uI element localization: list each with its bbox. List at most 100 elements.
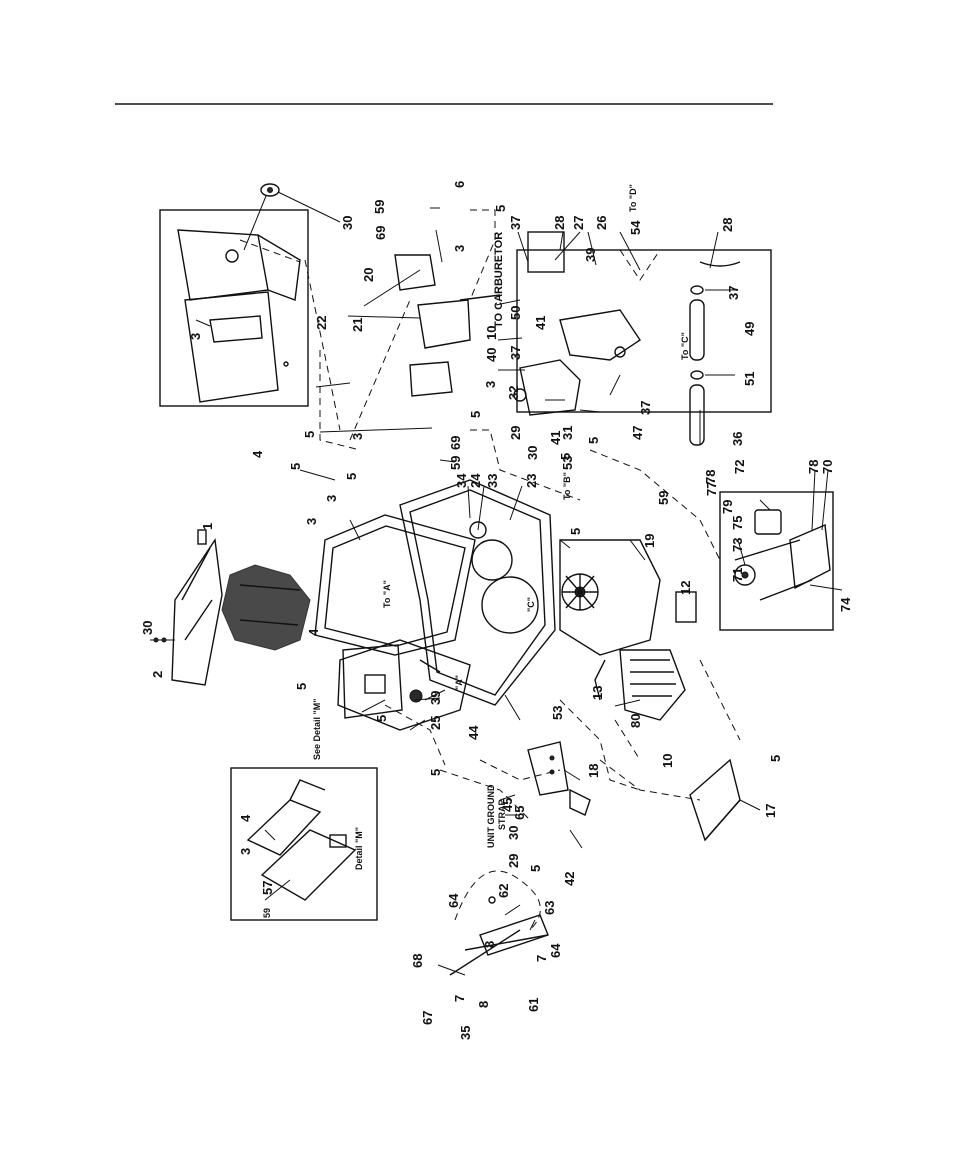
callout: 72 — [732, 460, 747, 474]
callout: 4 — [250, 450, 265, 458]
callout: 41 — [533, 316, 548, 330]
callout: 18 — [586, 764, 601, 778]
ground-strap-bracket — [527, 741, 591, 816]
callout: 3 — [238, 848, 253, 855]
callout: 28 — [720, 218, 735, 232]
callout: 30 — [506, 826, 521, 840]
leader-lines — [264, 207, 843, 931]
to-d-label: To "D" — [628, 184, 638, 212]
callout: 34 — [454, 473, 469, 488]
callout: 63 — [542, 901, 557, 915]
to-a-label: To "A" — [382, 580, 392, 608]
inset-box-detail-m — [230, 767, 378, 921]
callout: 45 — [500, 798, 515, 812]
callout: 26 — [594, 216, 609, 230]
callout: 17 — [763, 804, 778, 818]
to-carburetor-label: TO CARBURETOR — [493, 232, 505, 328]
callout: 29 — [506, 854, 521, 868]
to-c-label: To "C" — [680, 332, 690, 360]
callout: 37 — [726, 286, 741, 300]
callout: 47 — [630, 426, 645, 440]
callout: 5 — [493, 205, 508, 212]
callout: 54 — [628, 220, 643, 235]
callout: 31 — [560, 426, 575, 440]
callout: 1 — [200, 523, 215, 530]
callout: 27 — [571, 216, 586, 230]
callout: 5 — [468, 411, 483, 418]
callout: 51 — [742, 372, 757, 386]
detail-m-title: Detail "M" — [354, 827, 364, 870]
callout: 22 — [314, 316, 329, 330]
callout: 59 — [448, 456, 463, 470]
callout: 25 — [428, 716, 443, 730]
callout: 69 — [373, 226, 388, 240]
left-panel-assembly — [150, 529, 223, 686]
callout: 6 — [452, 181, 467, 188]
heater-element — [594, 591, 697, 721]
callout: 13 — [590, 686, 605, 700]
callout: 50 — [508, 306, 523, 320]
callout-labels: 1 2 30 3 4 5 22 30 3 21 20 59 69 3 6 5 3… — [140, 181, 853, 1040]
callout: 37 — [508, 216, 523, 230]
callout: 5 — [302, 431, 317, 438]
callout: 10 — [660, 754, 675, 768]
callout: 32 — [506, 386, 521, 400]
inset-box-lower-right — [719, 491, 834, 631]
callout: 5 — [568, 528, 583, 535]
callout: 3 — [188, 333, 203, 340]
callout: 78 — [806, 460, 821, 474]
callout: 41 — [548, 431, 563, 445]
callout: 30 — [525, 446, 540, 460]
detail-m-parts — [246, 779, 357, 901]
callout: 5 — [768, 755, 783, 762]
callout: 21 — [350, 318, 365, 332]
callout: 5 — [374, 715, 389, 722]
a-mark-label: "A" — [454, 675, 464, 690]
callout: 4 — [306, 628, 321, 636]
callout: 12 — [678, 581, 693, 595]
callout: 5 — [288, 463, 303, 470]
inset-box-right — [516, 249, 772, 413]
blower-housing — [559, 539, 661, 656]
inset-right-parts — [689, 261, 741, 446]
callout: 53 — [560, 456, 575, 470]
callout: 10 — [484, 326, 499, 340]
callout: 79 — [720, 500, 735, 514]
callout: 36 — [730, 432, 745, 446]
callout: 67 — [420, 1011, 435, 1025]
callout: 59 — [262, 908, 272, 918]
callout: 71 — [730, 568, 745, 582]
callout: 3 — [483, 381, 498, 388]
callout: 5 — [294, 683, 309, 690]
callout: 20 — [361, 268, 376, 282]
unit-ground-strap-label-2: STRAP — [497, 799, 507, 830]
c-mark-label: "C" — [526, 597, 536, 612]
callout: 7 — [534, 955, 549, 962]
callout: 5 — [586, 437, 601, 444]
callout: 78 — [703, 470, 718, 484]
callout: 61 — [526, 998, 541, 1012]
inset-lower-right-parts — [734, 509, 831, 601]
callout: 80 — [628, 714, 643, 728]
callout: 42 — [562, 872, 577, 886]
callout: 65 — [512, 806, 527, 820]
callout: 24 — [468, 473, 483, 488]
callout: 37 — [508, 346, 523, 360]
callout: 69 — [448, 436, 463, 450]
callout: 73 — [730, 538, 745, 552]
callout: 5 — [558, 453, 573, 460]
callout: 30 — [340, 216, 355, 230]
callout: 3 — [452, 245, 467, 252]
callout: 30 — [140, 621, 155, 635]
callout: 53 — [550, 706, 565, 720]
callout: 3 — [304, 518, 319, 525]
callout: 5 — [428, 769, 443, 776]
main-frame — [221, 479, 556, 731]
callout: 23 — [524, 474, 539, 488]
callout: 49 — [742, 322, 757, 336]
callout: 2 — [150, 671, 165, 678]
callout: 74 — [838, 597, 853, 612]
unit-ground-strap-label: UNIT GROUND — [486, 784, 496, 848]
callout: 35 — [458, 1026, 473, 1040]
callout: 68 — [410, 954, 425, 968]
